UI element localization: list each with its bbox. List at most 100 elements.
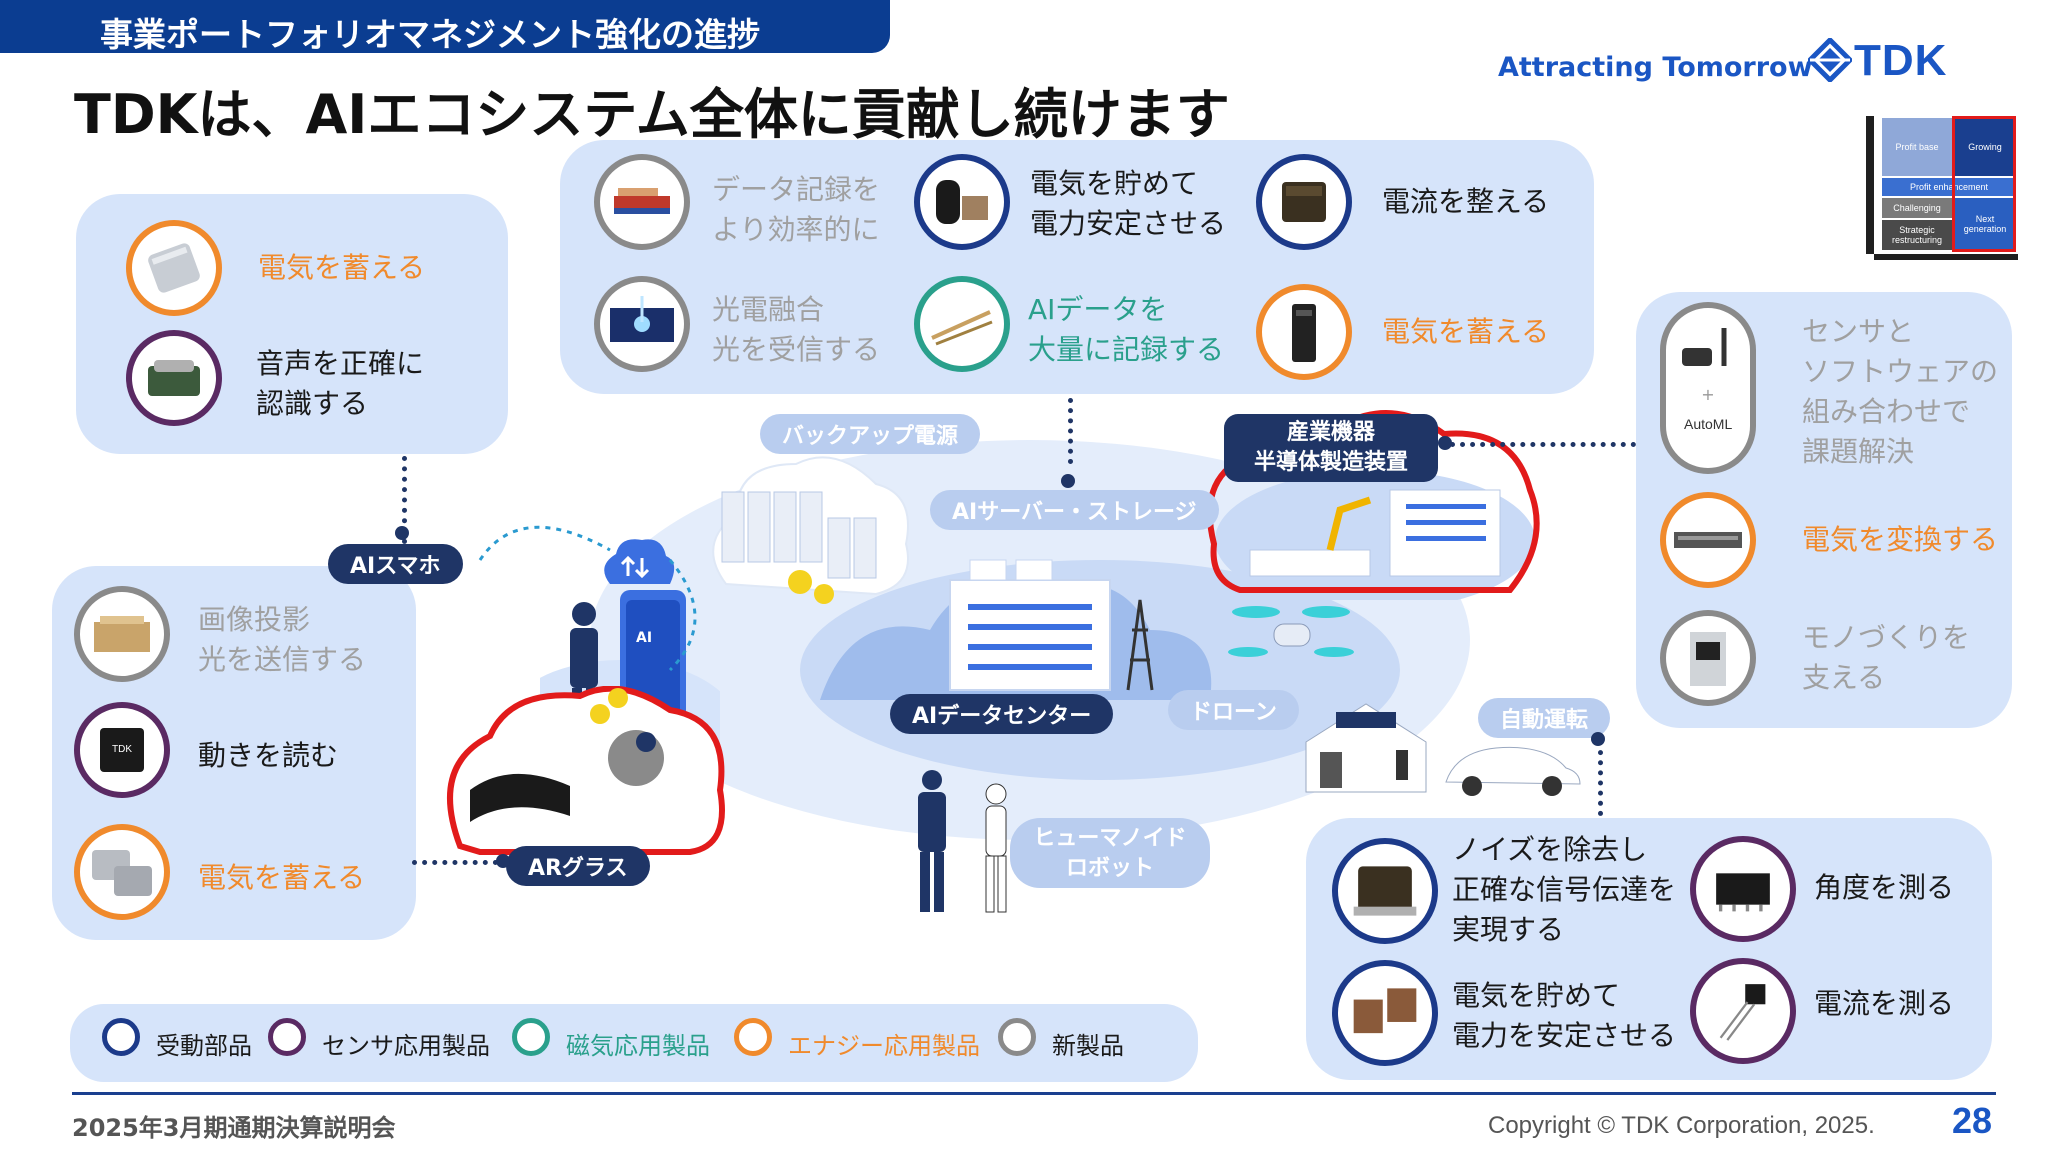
automl-label: AutoML <box>1684 416 1733 432</box>
top-item-6-label: 電気を蓄える <box>1382 315 1550 348</box>
humanoid-label-2: ロボット <box>1065 856 1154 881</box>
top-item-5-label-2: 大量に記録する <box>1028 333 1225 366</box>
humanoid-label: ヒューマノイド ロボット <box>1010 818 1210 888</box>
ceramic-capacitor-icon <box>1332 960 1438 1066</box>
connector-smartphone <box>402 456 407 544</box>
common-mode-filter-icon <box>1332 838 1438 944</box>
sync-arc <box>478 525 697 672</box>
angle-sensor-icon <box>1690 836 1796 942</box>
backup-power-label: バックアップ電源 <box>760 414 981 454</box>
svg-text:+: + <box>1701 385 1714 404</box>
ai-server-label: AIサーバー・ストレージ <box>930 490 1219 530</box>
connector-auto <box>1598 740 1603 816</box>
industrial-label-1: 産業機器 <box>1286 420 1375 445</box>
legend-energy-icon <box>734 1018 772 1056</box>
matrix-growing: Growing <box>1954 118 2016 176</box>
ai-datacenter-label: AIデータセンター <box>890 694 1114 734</box>
left-item-1-label-1: 画像投影 <box>198 603 311 636</box>
capacitor-icon <box>914 154 1010 250</box>
autonomous-label: 自動運転 <box>1478 698 1611 738</box>
battery-icon <box>126 220 222 316</box>
legend-magnetic-icon <box>512 1018 550 1056</box>
datacenter-building <box>949 559 1154 691</box>
projector-module-icon <box>74 586 170 682</box>
page-title: TDKは、AIエコシステム全体に貢献し続けます <box>74 83 1230 146</box>
left-item-2-label: 動きを読む <box>198 739 339 772</box>
matrix-strategic: Strategic restructuring <box>1882 220 1952 250</box>
smartphone-item-2-label-1: 音声を正確に <box>256 347 425 380</box>
matrix-highlight <box>1952 116 2016 252</box>
drone-label: ドローン <box>1168 690 1299 730</box>
photonic-icon <box>594 276 690 372</box>
recording-head-icon <box>914 276 1010 372</box>
footer-copyright: Copyright © TDK Corporation, 2025. <box>1488 1112 1875 1139</box>
portfolio-matrix: Profit base Growing Profit enhancement C… <box>1866 116 2018 262</box>
connector-industrial <box>1450 442 1636 447</box>
autonomous-dot <box>1591 732 1605 746</box>
top-item-2-label-2: 電力安定させる <box>1030 207 1227 240</box>
legend-sensor-icon <box>268 1018 306 1056</box>
ar-dot <box>496 854 510 868</box>
top-item-3-label: 電流を整える <box>1382 185 1550 218</box>
section-title: 事業ポートフォリオマネジメント強化の進捗 <box>100 15 760 54</box>
connector-server <box>1068 398 1073 464</box>
right-item-3-label-2: 支える <box>1802 661 1886 694</box>
backup-power-cloud <box>712 456 909 604</box>
ai-smartphone-label: AIスマホ <box>328 544 463 584</box>
br-item-3-label-2: 電力を安定させる <box>1452 1019 1677 1052</box>
matrix-profit-enhancement: Profit enhancement <box>1882 178 2016 196</box>
datacenter-panel <box>560 140 1594 394</box>
microbattery-icon <box>74 824 170 920</box>
sensor-automl-icon: + <box>1660 302 1756 474</box>
ar-glass-label: ARグラス <box>506 846 650 886</box>
tdk-logo: TDK <box>1808 36 1988 85</box>
section-tab: 事業ポートフォリオマネジメント強化の進捗 <box>0 0 890 54</box>
smartphone-item-2-label-2: 認識する <box>256 387 369 420</box>
matrix-arrow-vertical <box>1866 116 1874 254</box>
legend-energy-label: エナジー応用製品 <box>788 1032 980 1060</box>
inductor-icon <box>1256 154 1352 250</box>
legend-passive-label: 受動部品 <box>156 1032 252 1060</box>
humanoid-label-1: ヒューマノイド <box>1033 826 1187 851</box>
factory-scene <box>1215 470 1535 600</box>
microphone-sensor-icon <box>126 330 222 426</box>
right-item-2-label: 電気を変換する <box>1802 523 1999 556</box>
legend-new-icon <box>998 1018 1036 1056</box>
logo-text: TDK <box>1854 36 1948 85</box>
br-item-2-label: 角度を測る <box>1814 871 1955 904</box>
humanoid-scene <box>918 770 1007 913</box>
br-item-1-label-1: ノイズを除去し <box>1452 833 1648 866</box>
matrix-profit-base: Profit base <box>1882 118 1952 176</box>
left-item-1-label-2: 光を送信する <box>198 643 367 676</box>
legend-magnetic-label: 磁気応用製品 <box>566 1032 710 1060</box>
legend-new-label: 新製品 <box>1052 1032 1124 1060</box>
inspection-machine-icon <box>1660 610 1756 706</box>
top-item-2-label-1: 電気を貯めて <box>1030 167 1199 200</box>
top-item-5-label-1: AIデータを <box>1028 293 1168 326</box>
right-item-1-label-1: センサと <box>1802 315 1915 348</box>
industrial-label-2: 半導体製造装置 <box>1253 450 1408 475</box>
top-item-1-label-1: データ記録を <box>712 173 881 206</box>
page-number: 28 <box>1952 1100 1993 1141</box>
cloud-sync-icon <box>604 539 675 584</box>
matrix-challenging: Challenging <box>1882 198 1952 218</box>
left-item-3-label: 電気を蓄える <box>198 861 366 894</box>
right-item-1-label-4: 課題解決 <box>1802 435 1915 468</box>
top-item-1-label-2: より効率的に <box>712 213 880 246</box>
br-item-3-label-1: 電気を貯めて <box>1452 979 1621 1012</box>
legend-sensor-label: センサ応用製品 <box>322 1032 490 1060</box>
footer-event: 2025年3月期通期決算説明会 <box>72 1114 396 1142</box>
industrial-dot <box>1438 436 1452 450</box>
server-dot <box>1061 474 1075 488</box>
br-item-1-label-3: 実現する <box>1452 913 1565 946</box>
right-item-1-label-3: 組み合わせで <box>1802 395 1971 428</box>
phone-screen-text: AI <box>636 630 653 646</box>
br-item-1-label-2: 正確な信号伝達を <box>1452 873 1677 906</box>
motion-sensor-icon: TDK <box>74 702 170 798</box>
footer-divider <box>72 1092 1996 1095</box>
connector-ar <box>412 860 498 865</box>
drone-icon <box>1228 606 1354 657</box>
right-item-1-label-2: ソフトウェアの <box>1802 355 1999 388</box>
matrix-next-generation: Next generation <box>1954 198 2016 250</box>
tagline: Attracting Tomorrow <box>1498 52 1813 83</box>
